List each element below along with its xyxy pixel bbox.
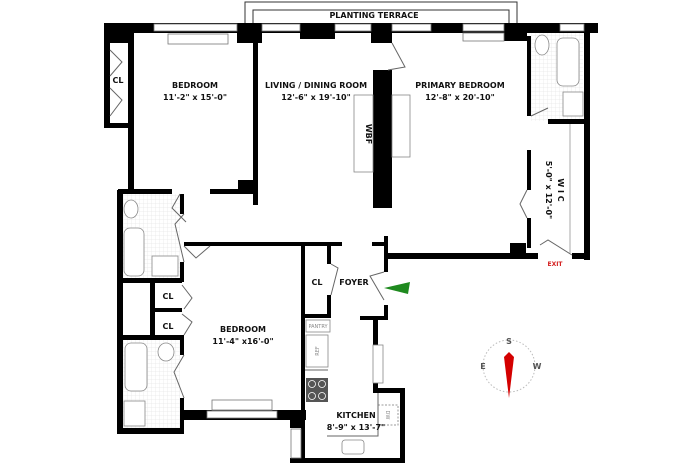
room-labels: CL BEDROOM 11'-2" x 15'-0" LIVING / DINI…	[113, 76, 565, 432]
living-size: 12'-6" x 19'-10"	[281, 93, 351, 102]
compass-s: S	[506, 337, 512, 346]
fireplace-label: WBF	[364, 124, 373, 144]
living-name: LIVING / DINING ROOM	[265, 81, 367, 90]
closet-label: CL	[113, 76, 124, 85]
bedroom1-size: 11'-2" x 15'-0"	[163, 93, 227, 102]
closet-label: CL	[163, 322, 174, 331]
dw-label: DW	[384, 411, 390, 420]
wic-size: 5'-0" x 12'-0"	[544, 161, 553, 219]
kitchen-size: 8'-9" x 13'-7"	[327, 423, 385, 432]
compass-e: E	[480, 362, 485, 371]
pantry	[305, 319, 331, 333]
primary-name: PRIMARY BEDROOM	[415, 81, 504, 90]
closet-label: CL	[312, 278, 323, 287]
closet-label: CL	[163, 292, 174, 301]
compass-icon: S W E	[480, 337, 542, 398]
entry-arrow-icon	[384, 282, 410, 294]
compass-w: W	[533, 362, 542, 371]
bedroom2-name: BEDROOM	[220, 325, 266, 334]
foyer-name: FOYER	[339, 278, 368, 287]
bedroom1-name: BEDROOM	[172, 81, 218, 90]
exit-label: EXIT	[547, 261, 563, 268]
sink	[341, 439, 365, 455]
pantry-label: PANTRY	[308, 324, 328, 330]
kitchen-name: KITCHEN	[336, 411, 375, 420]
bedroom2-size: 11'-4" x16'-0"	[212, 337, 273, 346]
planting-terrace: PLANTING TERRACE	[244, 1, 518, 25]
wic-name: W I C	[556, 178, 565, 201]
primary-size: 12'-8" x 20'-10"	[425, 93, 495, 102]
refrigerator	[305, 334, 329, 368]
ref-label: REF	[315, 346, 321, 356]
terrace-label: PLANTING TERRACE	[329, 11, 418, 20]
doors	[109, 42, 573, 399]
windows	[153, 23, 585, 459]
stove	[306, 378, 328, 402]
compass-needle-icon	[504, 352, 514, 398]
fireplace	[353, 94, 374, 173]
fixtures: WBF PANTRY REF DW	[123, 34, 584, 455]
